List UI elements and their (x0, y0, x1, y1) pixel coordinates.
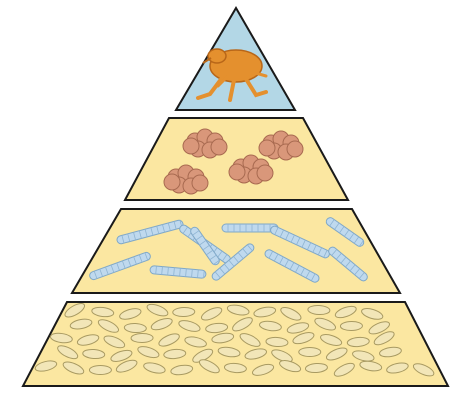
grain-icon (89, 366, 111, 375)
grain-icon (299, 348, 321, 357)
tier-2 (125, 118, 348, 200)
grain-icon (131, 333, 153, 342)
tier-2-shape (125, 118, 348, 200)
tier-apex (176, 8, 295, 110)
grain-icon (340, 321, 362, 330)
tier-3-shape (72, 209, 400, 293)
larva-icon (222, 224, 278, 232)
grain-icon (173, 307, 195, 317)
tier-base (23, 301, 448, 386)
tier-3 (72, 209, 400, 293)
